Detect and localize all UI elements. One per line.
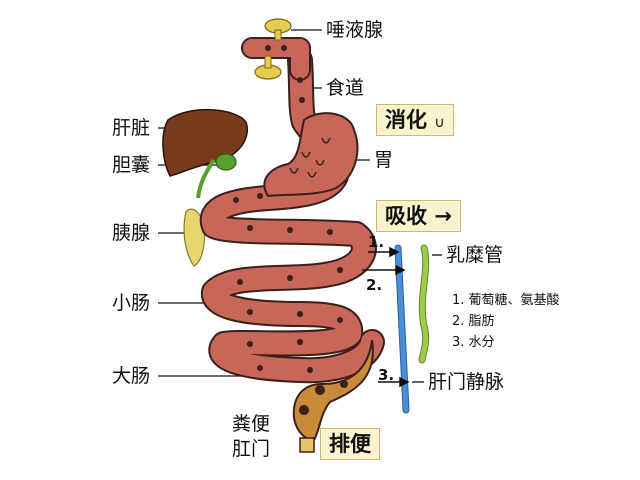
pancreas-shape: [183, 208, 206, 267]
marker-2: 2.: [366, 276, 383, 294]
label-esophagus: 食道: [326, 77, 365, 99]
absorbed-item-1: 1. 葡萄糖、氨基酸: [452, 293, 560, 308]
marker-3: 3.: [378, 366, 395, 384]
stomach-food-marks: [289, 137, 331, 178]
digestion-label: 消化: [385, 108, 427, 132]
absorption-box: 吸收 →: [376, 200, 461, 232]
absorption-arrow-icon: →: [434, 204, 452, 228]
label-stomach: 胃: [374, 149, 394, 171]
label-salivary-gland: 唾液腺: [326, 19, 384, 41]
marker-1: 1.: [368, 233, 385, 251]
label-anus: 肛门: [232, 438, 271, 460]
rectum-shape: [292, 339, 374, 442]
label-gallbladder: 胆囊: [112, 154, 151, 176]
label-portal-vein: 肝门静脉: [428, 371, 505, 393]
salivary-gland-shape: [254, 18, 292, 80]
excretion-box: 排便: [320, 428, 380, 460]
digestion-box: 消化 ∪: [376, 104, 454, 136]
lacteal-vessel: [419, 245, 429, 363]
label-lacteal: 乳糜管: [446, 244, 504, 266]
label-small-intestine: 小肠: [112, 292, 151, 314]
label-feces: 粪便: [232, 413, 271, 435]
food-particles: [233, 45, 348, 415]
absorbed-item-2: 2. 脂肪: [452, 314, 495, 329]
label-pancreas: 胰腺: [112, 222, 151, 244]
bile-duct: [196, 158, 216, 199]
anus-shape: [299, 437, 315, 453]
excretion-label: 排便: [329, 432, 371, 456]
gallbladder-shape: [215, 153, 237, 171]
label-liver: 肝脏: [112, 117, 151, 139]
label-large-intestine: 大肠: [112, 365, 151, 387]
absorbed-item-3: 3. 水分: [452, 335, 495, 350]
absorption-arrows: [362, 246, 410, 388]
stomach-shape: [263, 112, 359, 198]
absorption-label: 吸收: [385, 204, 427, 228]
digestion-icon: ∪: [434, 115, 445, 131]
